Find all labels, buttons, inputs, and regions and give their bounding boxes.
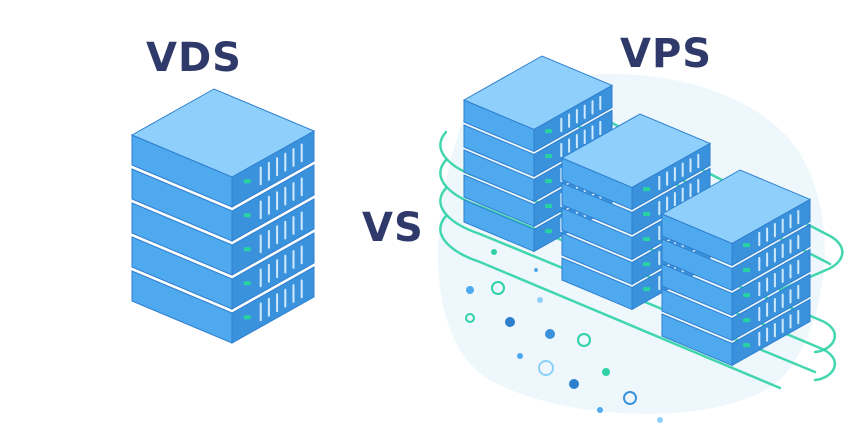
vs-label: VS (362, 205, 424, 251)
server-unit (131, 232, 315, 310)
decorative-dots (465, 249, 663, 423)
server-unit (131, 198, 315, 276)
server-unit (661, 298, 811, 367)
server-unit (130, 88, 316, 208)
server-unit (661, 273, 811, 342)
server-unit (560, 113, 712, 211)
networked-server-stacks-icon (462, 55, 812, 367)
vps-title: VPS (620, 31, 713, 77)
server-unit (462, 55, 614, 153)
server-unit (660, 169, 812, 267)
server-unit (661, 248, 811, 317)
server-unit (661, 223, 811, 292)
server-unit (561, 167, 711, 236)
server-unit (131, 266, 315, 344)
single-server-stack-icon (130, 88, 316, 344)
vds-title: VDS (146, 35, 242, 81)
server-unit (131, 164, 315, 242)
